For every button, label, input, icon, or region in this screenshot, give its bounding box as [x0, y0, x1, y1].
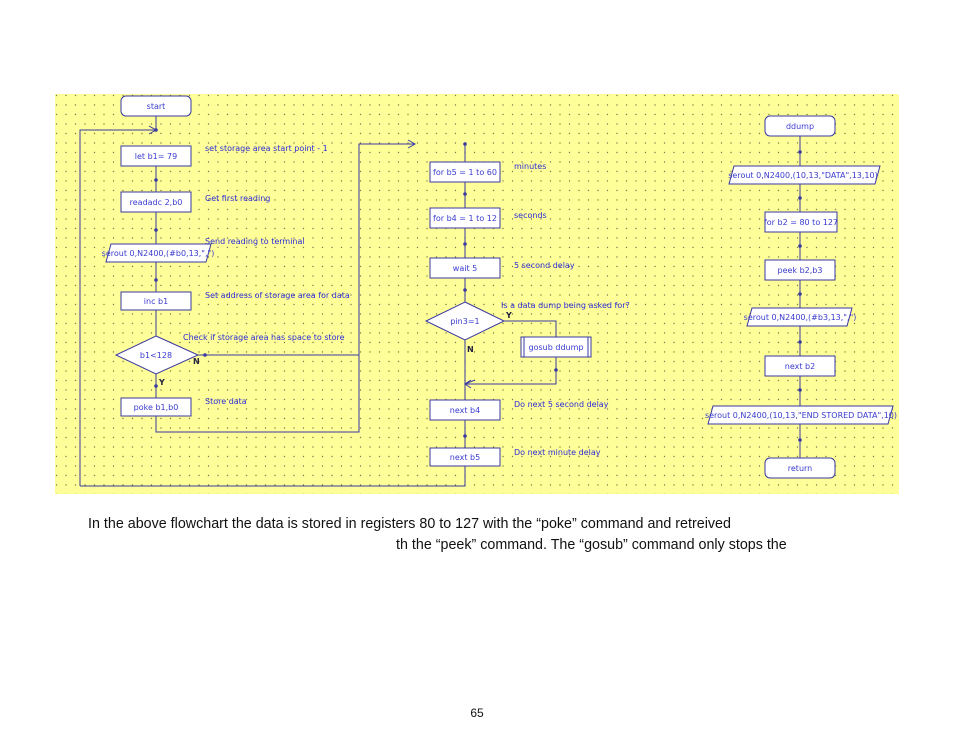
serout-b0-label: serout 0,N2400,(#b0,13,",") — [102, 249, 215, 258]
note-set-address: Set address of storage area for data — [205, 291, 350, 300]
note-seconds: seconds — [514, 211, 547, 220]
peek-label: peek b2,b3 — [778, 266, 823, 275]
for-b2-box: for b2 = 80 to 127 — [764, 211, 838, 233]
caption-line-2: th the “peek” command. The “gosub” comma… — [396, 537, 787, 553]
for-b4-box: for b4 = 1 to 12 — [429, 207, 501, 229]
serout-b3-label: serout 0,N2400,(#b3,13,",") — [744, 313, 857, 322]
return-label: return — [788, 464, 812, 473]
poke-label: poke b1,b0 — [134, 403, 179, 412]
next-b5-box: next b5 — [429, 447, 501, 467]
note-next-5-second: Do next 5 second delay — [514, 400, 609, 409]
next-b4-box: next b4 — [429, 399, 501, 421]
return-terminal: return — [764, 457, 836, 479]
note-5-second-delay: 5 second delay — [514, 261, 575, 270]
let-b1-box: let b1= 79 — [120, 145, 192, 167]
inc-b1-label: inc b1 — [144, 297, 168, 306]
readadc-box: readadc 2,b0 — [120, 191, 192, 213]
start-label: start — [147, 102, 166, 111]
start-terminal: start — [120, 95, 192, 117]
poke-box: poke b1,b0 — [120, 397, 192, 417]
serout-b0-io: serout 0,N2400,(#b0,13,",") — [102, 243, 215, 263]
gosub-ddump-label: gosub ddump — [529, 343, 584, 352]
note-next-minute: Do next minute delay — [514, 448, 601, 457]
b1-yes-label: Y — [158, 378, 165, 387]
serout-data-io: serout 0,N2400,(10,13,"DATA",13,10) — [728, 165, 881, 185]
let-b1-label: let b1= 79 — [135, 152, 177, 161]
b1-decision-label: b1<128 — [140, 351, 172, 360]
for-b5-label: for b5 = 1 to 60 — [433, 168, 497, 177]
note-data-dump: Is a data dump being asked for? — [501, 301, 630, 310]
next-b2-label: next b2 — [785, 362, 815, 371]
note-send-terminal: Send reading to terminal — [205, 237, 305, 246]
next-b4-label: next b4 — [450, 406, 480, 415]
serout-data-label: serout 0,N2400,(10,13,"DATA",13,10) — [728, 171, 877, 180]
note-minutes: minutes — [514, 162, 546, 171]
pin3-decision-label: pin3=1 — [450, 317, 479, 326]
ddump-terminal: ddump — [764, 115, 836, 137]
for-b5-box: for b5 = 1 to 60 — [429, 161, 501, 183]
page-number: 65 — [470, 706, 484, 720]
wait-label: wait 5 — [453, 264, 477, 273]
serout-b3-io: serout 0,N2400,(#b3,13,",") — [744, 307, 857, 327]
peek-box: peek b2,b3 — [764, 259, 836, 281]
pin3-no-label: N — [467, 345, 474, 354]
flowchart-panel: start let b1= 79 readadc 2,b0 serout 0,N… — [55, 94, 899, 494]
inc-b1-box: inc b1 — [120, 291, 192, 311]
b1-less-128-decision: b1<128 — [114, 335, 200, 375]
note-first-reading: Get first reading — [205, 194, 270, 203]
next-b5-label: next b5 — [450, 453, 480, 462]
note-store-data: Store data — [205, 397, 247, 406]
b1-no-label: N — [193, 357, 200, 366]
ddump-label: ddump — [786, 122, 814, 131]
for-b2-label: for b2 = 80 to 127 — [764, 218, 838, 227]
pin3-decision: pin3=1 — [424, 301, 506, 341]
next-b2-box: next b2 — [764, 355, 836, 377]
wait-box: wait 5 — [429, 257, 501, 279]
caption-text: In the above flowchart the data is store… — [88, 514, 868, 556]
note-check-space: Check if storage area has space to store — [183, 333, 345, 342]
for-b4-label: for b4 = 1 to 12 — [433, 214, 497, 223]
readadc-label: readadc 2,b0 — [130, 198, 183, 207]
caption-line-1: In the above flowchart the data is store… — [88, 516, 731, 532]
pin3-yes-label: Y — [505, 311, 512, 320]
gosub-ddump-box: gosub ddump — [520, 336, 592, 358]
serout-end-label: serout 0,N2400,(10,13,"END STORED DATA",… — [705, 411, 897, 420]
serout-end-io: serout 0,N2400,(10,13,"END STORED DATA",… — [705, 405, 897, 425]
note-start-point: set storage area start point - 1 — [205, 144, 328, 153]
